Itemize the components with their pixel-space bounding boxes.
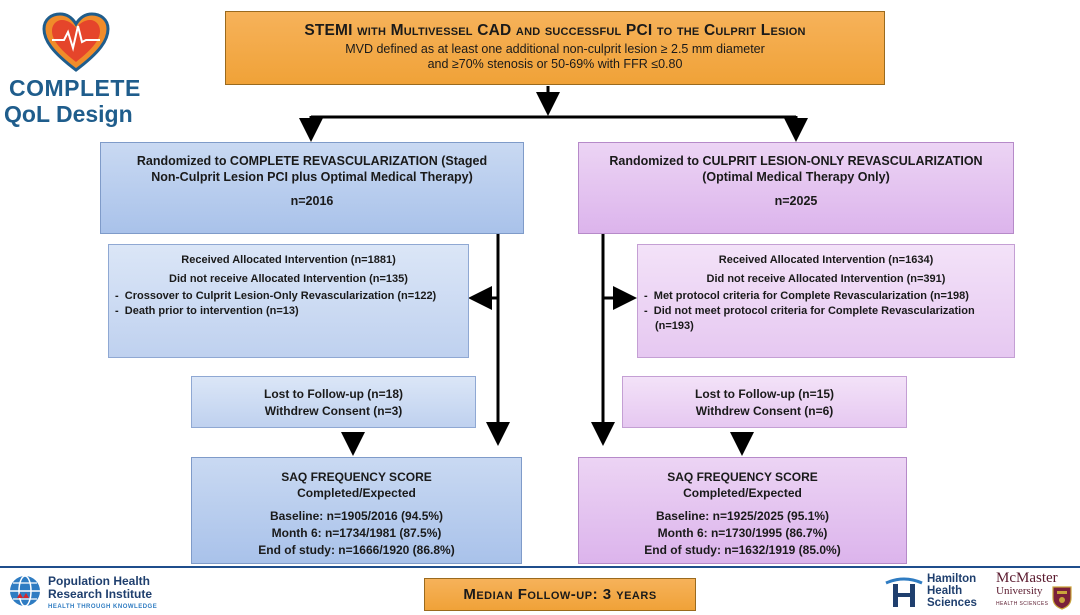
right-reason-not-met-n: (n=193): [655, 320, 694, 332]
left-saq-title: SAQ FREQUENCY SCORE: [281, 470, 432, 484]
right-saq-box: SAQ FREQUENCY SCORE Completed/Expected B…: [578, 457, 907, 564]
right-not-received: Did not receive Allocated Intervention (…: [706, 273, 946, 285]
left-lost: Lost to Follow-up (n=18): [264, 387, 403, 401]
left-saq-subtitle: Completed/Expected: [297, 486, 416, 500]
right-reason-met: - Met protocol criteria for Complete Rev…: [644, 290, 969, 302]
left-reason-death: - Death prior to intervention (n=13): [115, 305, 299, 317]
right-arm-title-line2: (Optimal Medical Therapy Only): [702, 170, 890, 184]
culprit-only-arm-box: Randomized to CULPRIT LESION-ONLY REVASC…: [578, 142, 1014, 234]
hamilton-line2: Health: [927, 585, 963, 597]
enrollment-criteria-line2: and ≥70% stenosis or 50-69% with FFR ≤0.…: [427, 57, 683, 71]
left-lost-box: Lost to Follow-up (n=18) Withdrew Consen…: [191, 376, 476, 428]
right-saq-baseline: Baseline: n=1925/2025 (95.1%): [655, 509, 830, 523]
enrollment-title: STEMI with Multivessel CAD and successfu…: [304, 22, 806, 39]
enrollment-criteria-line1: MVD defined as at least one additional n…: [345, 42, 765, 56]
left-arm-n: n=2016: [290, 194, 334, 208]
enrollment-box: STEMI with Multivessel CAD and successfu…: [225, 11, 885, 85]
right-reason-not-met: - Did not meet protocol criteria for Com…: [644, 305, 975, 317]
left-withdrew: Withdrew Consent (n=3): [264, 404, 403, 418]
left-saq-baseline: Baseline: n=1905/2016 (94.5%): [269, 509, 444, 523]
mcmaster-crest-icon: [1052, 586, 1072, 610]
left-arm-title-line1: Randomized to COMPLETE REVASCULARIZATION…: [136, 154, 488, 168]
right-allocation-box: Received Allocated Intervention (n=1634)…: [637, 244, 1015, 358]
right-saq-month6: Month 6: n=1730/1995 (86.7%): [657, 526, 828, 540]
right-arm-n: n=2025: [774, 194, 818, 208]
left-allocation-box: Received Allocated Intervention (n=1881)…: [108, 244, 469, 358]
complete-revasc-arm-box: Randomized to COMPLETE REVASCULARIZATION…: [100, 142, 524, 234]
hamilton-h-icon: [885, 577, 923, 607]
right-saq-end: End of study: n=1632/1919 (85.0%): [644, 543, 841, 557]
hamilton-line1: Hamilton: [927, 573, 977, 585]
hamilton-line3: Sciences: [927, 597, 977, 609]
mcmaster-tagline: HEALTH SCIENCES: [996, 601, 1049, 607]
left-not-received: Did not receive Allocated Intervention (…: [169, 273, 408, 285]
phri-name-line1: Population Health: [48, 574, 150, 588]
right-saq-subtitle: Completed/Expected: [683, 486, 802, 500]
median-followup: Median Follow-up: 3 years: [463, 586, 657, 603]
logo-subtitle: QoL Design: [4, 101, 133, 127]
mcmaster-line2: University: [996, 585, 1043, 597]
left-saq-box: SAQ FREQUENCY SCORE Completed/Expected B…: [191, 457, 522, 564]
left-saq-month6: Month 6: n=1734/1981 (87.5%): [271, 526, 442, 540]
right-received: Received Allocated Intervention (n=1634): [718, 254, 934, 266]
left-reason-crossover: - Crossover to Culprit Lesion-Only Revas…: [115, 290, 437, 302]
heart-icon: [42, 12, 110, 72]
right-withdrew: Withdrew Consent (n=6): [695, 404, 834, 418]
median-followup-box: Median Follow-up: 3 years: [424, 578, 696, 611]
right-lost-box: Lost to Follow-up (n=15) Withdrew Consen…: [622, 376, 907, 428]
right-lost: Lost to Follow-up (n=15): [695, 387, 834, 401]
left-arm-title-line2: Non-Culprit Lesion PCI plus Optimal Medi…: [151, 170, 473, 184]
right-arm-title-line1: Randomized to CULPRIT LESION-ONLY REVASC…: [609, 154, 983, 168]
phri-tagline: HEALTH THROUGH KNOWLEDGE: [48, 604, 158, 610]
phri-name-line2: Research Institute: [48, 587, 153, 601]
footer-divider: [0, 566, 1080, 568]
left-received: Received Allocated Intervention (n=1881): [181, 254, 396, 266]
globe-icon: [10, 575, 40, 607]
mcmaster-line1: McMaster: [996, 570, 1058, 586]
left-saq-end: End of study: n=1666/1920 (86.8%): [258, 543, 455, 557]
right-saq-title: SAQ FREQUENCY SCORE: [667, 470, 818, 484]
logo-title: COMPLETE: [9, 75, 141, 101]
